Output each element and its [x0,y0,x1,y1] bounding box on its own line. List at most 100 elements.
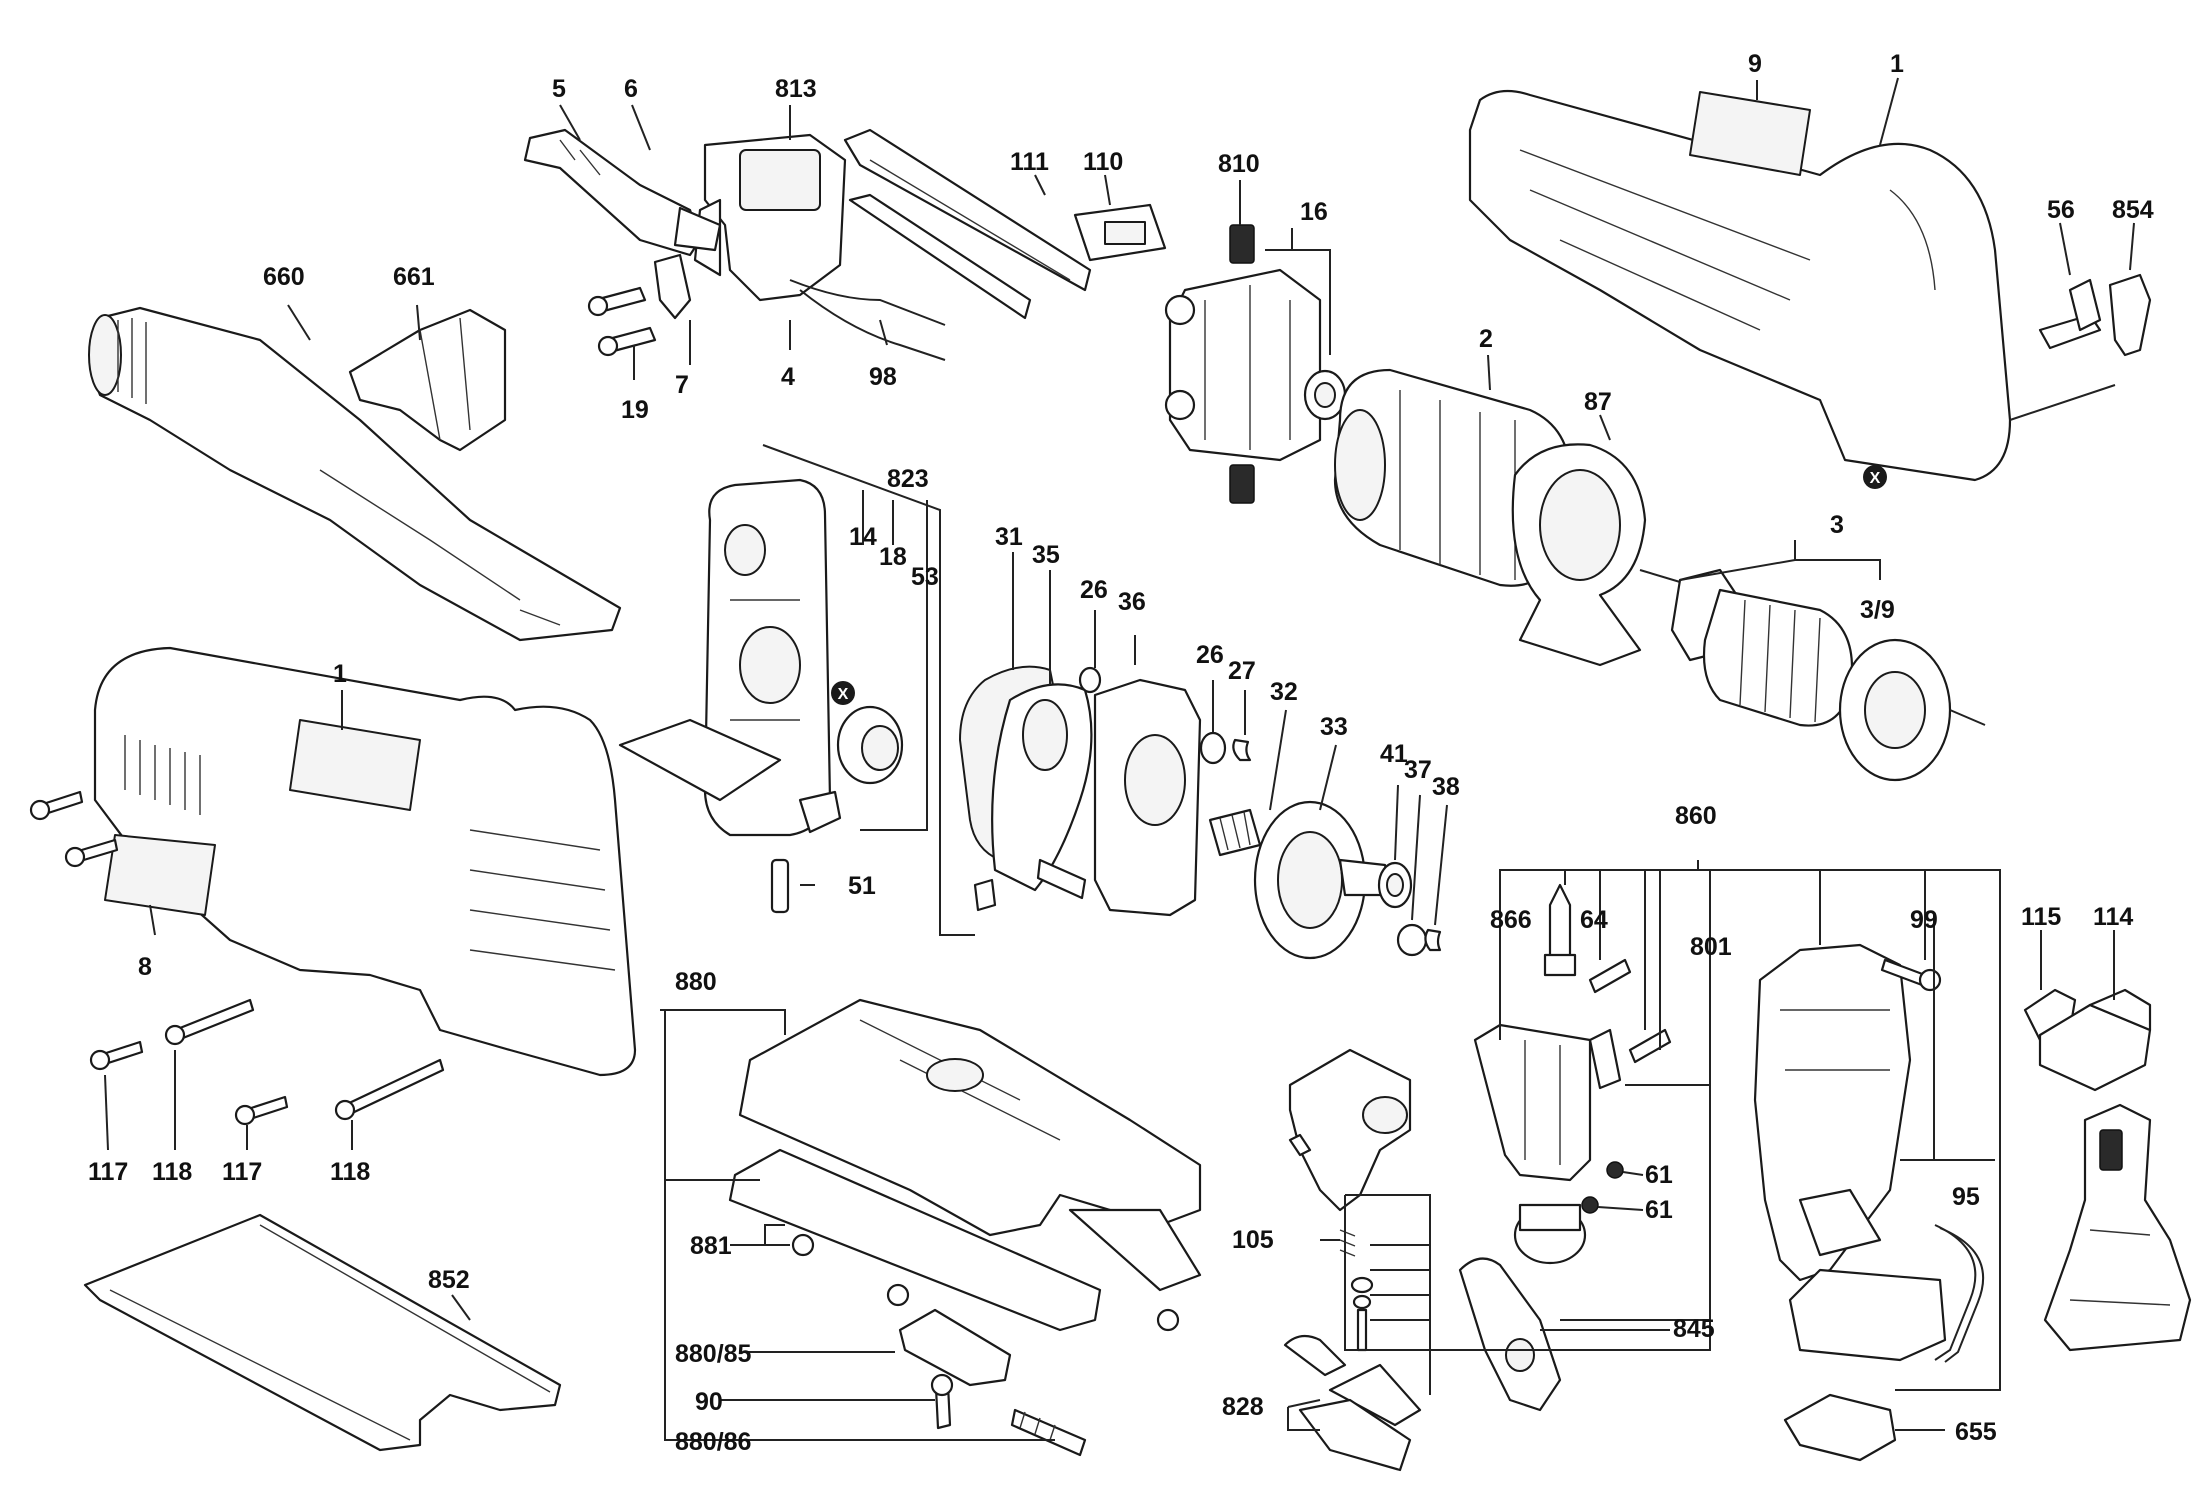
label-4: 4 [781,363,795,391]
label-823: 823 [887,465,929,493]
label-880-85: 880/85 [675,1340,752,1368]
label-111: 111 [1010,148,1049,176]
label-880: 880 [675,968,717,996]
label-880-86: 880/86 [675,1428,751,1456]
part-16-bearing [1303,369,1347,421]
label-31: 31 [995,523,1023,551]
label-36: 36 [1118,588,1146,616]
part-18-53-bearing [770,705,904,914]
label-110: 110 [1083,148,1123,176]
label-90: 90 [695,1388,723,1416]
label-14: 14 [849,523,877,551]
label-854: 854 [2112,196,2154,224]
part-36-gear-plate [1078,666,1202,917]
label-35: 35 [1032,541,1060,569]
part-117-118-screws [29,790,445,1126]
part-655-blade-guide [1783,1393,1897,1462]
part-852-base-guard [83,1213,562,1452]
label-95: 95 [1952,1183,1980,1211]
label-810: 810 [1218,150,1260,178]
part-95-wire [1934,1224,1985,1363]
label-37: 37 [1404,756,1432,784]
label-117b: 117 [222,1158,262,1186]
label-660: 660 [263,263,305,291]
part-810-brush-holder [1164,224,1322,504]
label-19: 19 [621,396,649,424]
label-26a: 26 [1080,576,1108,604]
label-16: 16 [1300,198,1328,226]
label-2: 2 [1479,325,1493,353]
label-881: 881 [690,1232,732,1260]
part-87-baffle [1511,443,1647,667]
svg-text:X: X [1870,470,1881,487]
part-823-gear-housing [618,478,832,837]
label-64: 64 [1580,906,1608,934]
label-1-top: 1 [1890,50,1904,78]
marker-x-1: X [831,681,855,705]
part-661-cover [348,308,507,452]
label-18: 18 [879,543,907,571]
label-8: 8 [138,953,152,981]
label-117a: 117 [88,1158,128,1186]
label-828: 828 [1222,1393,1264,1421]
label-53: 53 [911,563,939,591]
marker-x-2: X [1863,465,1887,489]
part-660-dust-adapter [88,306,622,642]
part-845-roller-lever [1458,1257,1562,1412]
part-110-label-plate [1073,203,1167,262]
leader-lines [104,77,2135,1441]
label-3: 3 [1830,511,1844,539]
label-866: 866 [1490,906,1532,934]
label-9: 9 [1748,50,1762,78]
label-852: 852 [428,1266,470,1294]
part-114-switch-module [2043,1103,2192,1352]
part-813-switch [693,133,847,302]
label-118a: 118 [152,1158,192,1186]
part-866-plunger [1473,883,1592,1265]
label-33: 33 [1320,713,1348,741]
label-61b: 61 [1645,1196,1673,1224]
label-98: 98 [869,363,897,391]
part-1-housing-right [1468,89,2012,482]
part-41-37-38-bearing-clip [1377,861,1442,957]
label-61a: 61 [1645,1161,1673,1189]
part-8-label [104,834,216,916]
label-801: 801 [1690,933,1732,961]
part-1-housing-left [93,646,637,1077]
part-64-pin [1588,958,1672,1090]
part-880-85-90-86-clamp [791,1233,1180,1457]
label-655: 655 [1955,1418,1997,1446]
label-1-mid: 1 [333,660,347,688]
part-98-wires [789,279,946,361]
part-19-screws [587,253,692,357]
part-26-27-32-washers [1199,731,1262,857]
label-813: 813 [775,75,817,103]
part-56-854-pin [2038,273,2152,357]
label-661: 661 [393,263,435,291]
label-3-9: 3/9 [1860,596,1895,624]
part-828-lever [1283,1334,1422,1472]
label-118b: 118 [330,1158,370,1186]
label-87: 87 [1584,388,1612,416]
part-5-6-power-cord [523,128,722,257]
label-99: 99 [1910,906,1938,934]
part-105-spring-assembly [1288,1048,1412,1352]
label-7: 7 [675,371,689,399]
part-114-115-electronics [2023,988,2152,1092]
label-114: 114 [2093,903,2133,931]
label-32: 32 [1270,678,1298,706]
part-801-front-housing [1753,943,1947,1362]
part-labels: 5 6 813 111 110 810 16 9 1 56 854 660 66… [88,50,2154,1456]
part-33-gear [1253,800,1392,960]
part-61-set-screws [1581,1161,1624,1214]
label-38: 38 [1432,773,1460,801]
label-105: 105 [1232,1226,1274,1254]
label-6: 6 [624,75,638,103]
label-860: 860 [1675,802,1717,830]
label-51: 51 [848,872,876,900]
part-3-armature [1639,568,1986,782]
label-56: 56 [2047,196,2075,224]
part-35-plate [973,683,1093,912]
part-881-sole-plate [728,1148,1202,1332]
